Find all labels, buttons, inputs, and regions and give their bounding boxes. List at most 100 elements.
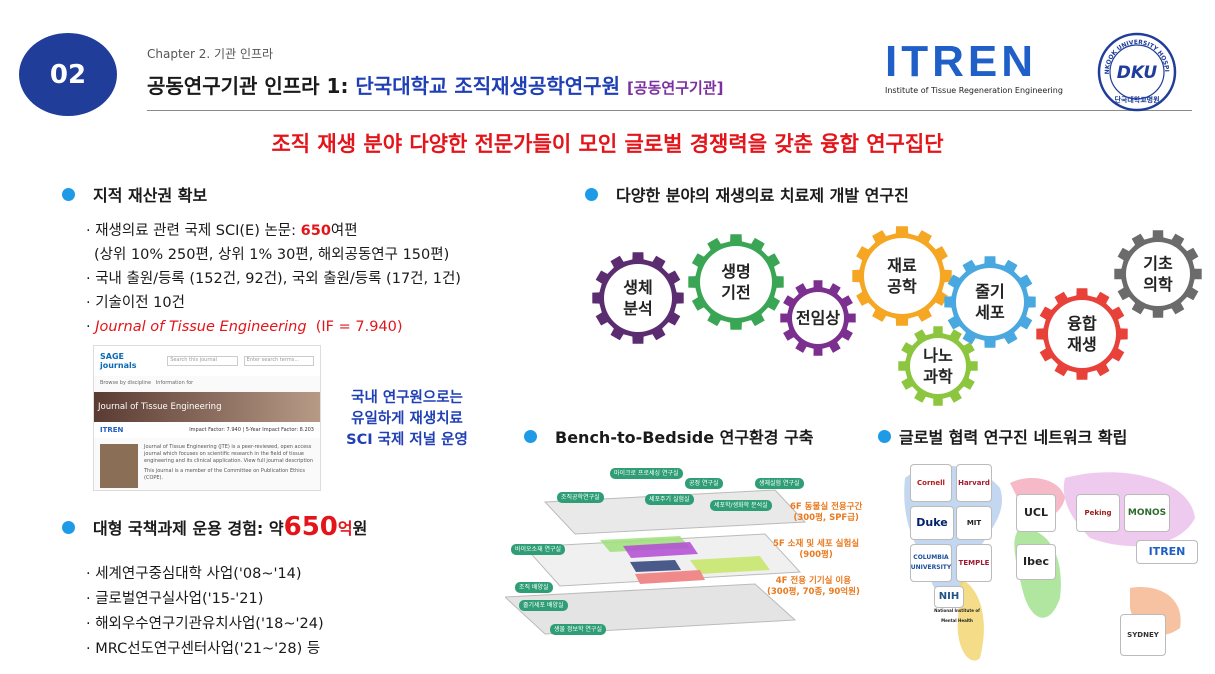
gears-section-title: 다양한 분야의 재생의료 치료제 개발 연구진	[585, 182, 909, 206]
lab-pill: 바이오소재 연구실	[511, 544, 566, 555]
impact-factor: (IF = 7.940)	[315, 319, 403, 335]
floor-5f-label: 5F 소재 및 세포 실험실(900평)	[773, 539, 859, 561]
network-title-text: 글로벌 협력 연구진 네트워크 확립	[899, 428, 1128, 447]
projects-list: · 세계연구중심대학 사업('08~'14) · 글로벌연구실사업('15-'2…	[86, 562, 324, 662]
gear-label-line: 줄기	[975, 282, 1005, 301]
ip-title-text: 지적 재산권 확보	[93, 186, 208, 205]
network-section-title: 글로벌 협력 연구진 네트워크 확립	[878, 424, 1127, 448]
title-tag: [공동연구기관]	[626, 79, 724, 97]
gear-label-line: 전임상	[795, 308, 841, 328]
itren-subtitle: Institute of Tissue Regeneration Enginee…	[885, 86, 1063, 95]
floor-4f-plane	[505, 583, 797, 635]
gear-0	[592, 252, 684, 344]
floor-sub: (900평)	[799, 550, 833, 560]
projects-title-suffix: 원	[352, 519, 368, 538]
journal-body: Journal of Tissue Engineering (JTE) is a…	[94, 438, 320, 490]
tagline: 조직 재생 분야 다양한 전문가들이 모인 글로벌 경쟁력을 갖춘 융합 연구집…	[271, 132, 944, 156]
lab-pill: 공정 연구실	[685, 478, 723, 489]
gear-center	[700, 246, 772, 318]
lab-pill: 조직공학연구실	[557, 492, 604, 503]
list-item: · 해외우수연구기관유치사업('18~'24)	[86, 616, 324, 632]
lab-pill: 마이크로 프로세싱 연구실	[610, 468, 683, 479]
note-line: SCI 국제 저널 운영	[346, 432, 468, 448]
ip-section-title: 지적 재산권 확보	[62, 182, 207, 206]
global-search-input[interactable]: Enter search terms...	[243, 356, 314, 366]
lab-block-navy	[630, 560, 681, 572]
gear-label-line: 융합	[1067, 314, 1097, 333]
journal-cover-image	[100, 444, 138, 488]
journal-navbar: Browse by discipline Information for	[94, 376, 320, 392]
ip-list: · 재생의료 관련 국제 SCI(E) 논문: 650여편 (상위 10% 25…	[86, 219, 556, 339]
list-item: · 재생의료 관련 국제 SCI(E) 논문: 650여편	[86, 219, 556, 243]
list-item: · 국내 출원/등록 (152건, 92건), 국외 출원/등록 (17건, 1…	[86, 271, 461, 287]
lab-pill: 조직 배양실	[515, 582, 553, 593]
floor-diagram: 6F 동물실 전용구간(300평, SPF급) 5F 소재 및 세포 실험실(9…	[505, 462, 890, 662]
gear-label-line: 의학	[1143, 275, 1173, 294]
note-line: 유일하게 재생치료	[351, 411, 463, 427]
gear-label-line: 생체	[623, 278, 653, 297]
gear-6	[1036, 288, 1128, 380]
partner-logo-sydney: SYDNEY	[1120, 614, 1166, 656]
gear-label: 전임상	[796, 308, 840, 329]
floor-sub: (300평, SPF급)	[793, 513, 859, 523]
journal-description: Journal of Tissue Engineering (JTE) is a…	[144, 444, 314, 488]
gear-5	[944, 256, 1036, 348]
gear-label-line: 재료	[887, 256, 917, 275]
lab-block-red	[635, 570, 705, 584]
floor-title: 5F 소재 및 세포 실험실	[773, 539, 860, 549]
gear-label-line: 세포	[975, 303, 1005, 322]
list-item: · Journal of Tissue Engineering (IF = 7.…	[86, 315, 556, 339]
gear-center	[1048, 300, 1116, 368]
journal-banner: Journal of Tissue Engineering	[94, 392, 320, 422]
lab-block-lime	[690, 556, 770, 574]
domestic-note: 국내 연구원으로는 유일하게 재생치료 SCI 국제 저널 운영	[326, 388, 488, 451]
gear-4	[898, 326, 978, 406]
gear-1	[688, 234, 784, 330]
network-map: Cornell Harvard Duke MIT UCL Peking MONO…	[900, 458, 1200, 668]
gear-3	[852, 226, 952, 326]
bullet-dot-icon	[524, 429, 537, 443]
gear-center	[956, 268, 1024, 336]
journal-screenshot: SAGE journals Search this journal Enter …	[93, 345, 321, 491]
partner-logo-harvard: Harvard	[956, 464, 992, 502]
gears-title-text: 다양한 분야의 재생의료 치료제 개발 연구진	[616, 186, 909, 205]
gear-svg	[592, 226, 1202, 406]
journal-itren-logo: ITREN	[100, 426, 124, 434]
partner-logo-peking: Peking	[1076, 494, 1120, 532]
partner-logo-ucl: UCL	[1016, 494, 1056, 532]
title-prefix: 공동연구기관 인프라 1:	[147, 74, 356, 98]
floor-6f-label: 6F 동물실 전용구간(300평, SPF급)	[790, 502, 862, 524]
gear-label-line: 기전	[721, 283, 751, 302]
gear-2	[780, 280, 856, 356]
gear-label-line: 나노	[923, 346, 953, 365]
gear-label-line: 기초	[1143, 254, 1173, 273]
gear-center	[864, 238, 940, 314]
partner-logo-ibec: Ibec	[1016, 544, 1056, 580]
partner-logo-columbia: COLUMBIA UNIVERSITY	[910, 544, 952, 582]
header-divider	[147, 110, 1192, 111]
journal-name: Journal of Tissue Engineering	[95, 319, 307, 335]
gear-label-line: 공학	[887, 277, 917, 296]
title-institute: 단국대학교 조직재생공학연구원	[355, 74, 620, 98]
partner-logo-duke: Duke	[910, 506, 954, 540]
journal-search-input[interactable]: Search this journal	[167, 356, 238, 366]
bench-section-title: Bench-to-Bedside 연구환경 구축	[524, 424, 814, 448]
chapter-badge: 02	[19, 33, 117, 116]
list-item: · 글로벌연구실사업('15-'21)	[86, 591, 264, 607]
gear-label-line: 생명	[721, 262, 751, 281]
browse-link[interactable]: Browse by discipline	[100, 380, 152, 386]
info-link[interactable]: Information for	[155, 380, 194, 386]
ip-paper-count: 650	[300, 223, 331, 239]
floor-sub: (300평, 70종, 90억원)	[767, 587, 860, 597]
dku-bottom-text: 단국대학교병원	[1114, 95, 1159, 104]
list-item: · MRC선도연구센터사업('21~'28) 등	[86, 641, 321, 657]
projects-amount: 650	[283, 512, 338, 542]
gear-center	[1126, 242, 1190, 306]
list-item: (상위 10% 250편, 상위 1% 30편, 해외공동연구 150편)	[94, 247, 450, 263]
